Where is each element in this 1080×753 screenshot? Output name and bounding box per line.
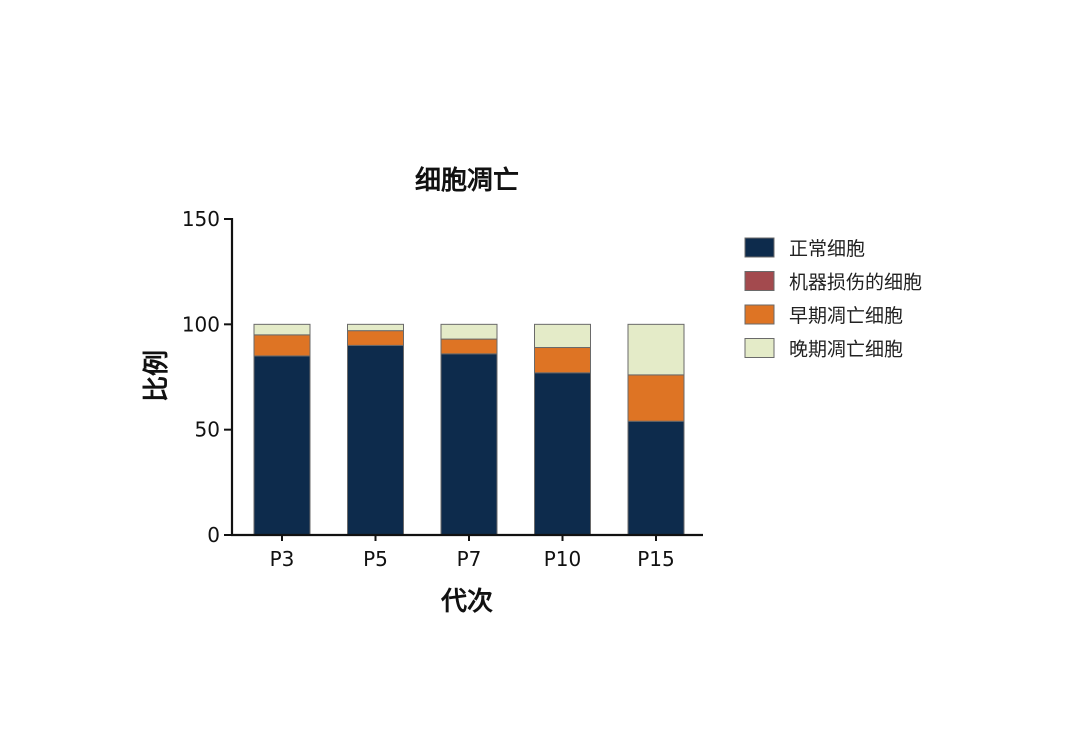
bar-segment-p3-series-1 <box>253 355 311 536</box>
y-tick-label: 0 <box>207 523 220 547</box>
x-ticks: P3 P5 P7 P10 P15 <box>270 535 675 571</box>
bar-segment-p10-series-3 <box>534 347 591 374</box>
bar-segment-p3-series-3 <box>253 334 311 357</box>
x-tick-label: P10 <box>544 547 582 571</box>
legend-label: 早期凋亡细胞 <box>789 305 903 327</box>
bar-segment-p15-series-1 <box>627 420 685 536</box>
y-tick-label: 50 <box>195 418 220 442</box>
bar-segment-p7-series-4 <box>440 323 498 340</box>
x-tick-label: P3 <box>270 547 295 571</box>
x-tick-label: P15 <box>637 547 675 571</box>
legend-swatch <box>744 271 775 291</box>
bar-segment-p5-series-3 <box>347 330 404 346</box>
legend-swatch <box>744 338 775 358</box>
bar-segment-p10-series-1 <box>534 372 591 536</box>
chart-title: 细胞凋亡 <box>415 165 519 196</box>
bar-segment-p3-series-4 <box>253 323 311 336</box>
bars-layer <box>253 323 685 536</box>
legend-swatch <box>744 237 775 258</box>
x-axis-title: 代次 <box>440 587 493 617</box>
x-tick-label: P7 <box>457 547 482 571</box>
legend-label: 机器损伤的细胞 <box>789 272 922 294</box>
y-tick-label: 150 <box>182 207 220 231</box>
bar-segment-p5-series-1 <box>347 344 404 536</box>
y-axis-title: 比例 <box>142 350 172 402</box>
bar-segment-p15-series-3 <box>627 374 685 422</box>
x-tick-label: P5 <box>363 547 388 571</box>
bar-segment-p7-series-3 <box>440 338 498 355</box>
bar-segment-p5-series-4 <box>347 323 404 332</box>
bar-segment-p10-series-4 <box>534 323 591 349</box>
bar-segment-p7-series-1 <box>440 353 498 536</box>
legend-label: 正常细胞 <box>789 238 865 260</box>
legend-label: 晚期凋亡细胞 <box>789 339 903 361</box>
legend-swatch <box>744 304 775 325</box>
y-ticks: 0 50 100 150 <box>182 207 232 547</box>
y-tick-label: 100 <box>182 312 220 336</box>
bar-segment-p15-series-4 <box>627 323 685 376</box>
